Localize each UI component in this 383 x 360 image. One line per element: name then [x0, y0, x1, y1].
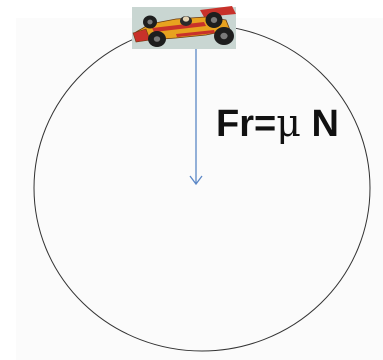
mu-symbol: μ — [276, 101, 301, 145]
diagram-panel — [16, 18, 383, 360]
formula-lhs: Fr= — [216, 103, 277, 145]
formula-rhs: N — [300, 103, 339, 145]
race-car-icon — [132, 6, 236, 49]
friction-force-arrow — [189, 47, 203, 186]
friction-formula: Fr=μ N — [216, 104, 339, 143]
